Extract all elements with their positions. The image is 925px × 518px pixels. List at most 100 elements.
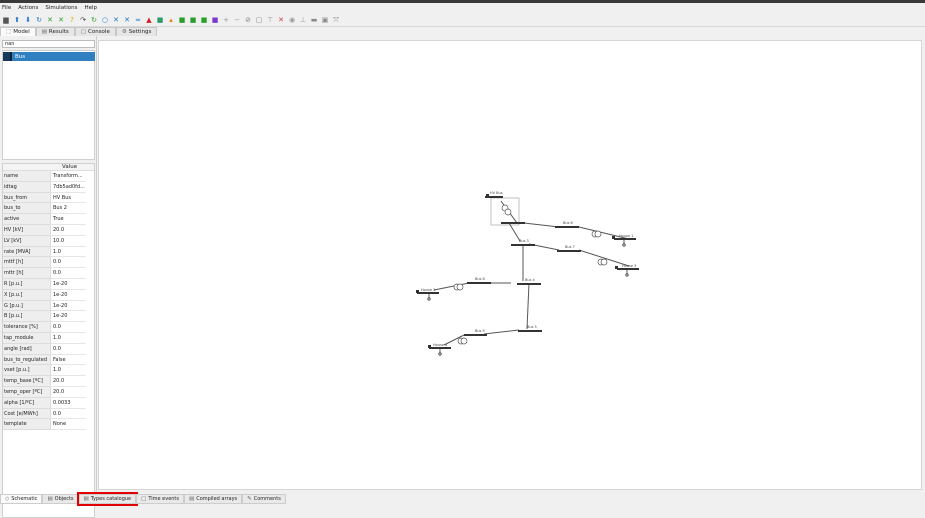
tab-compiled-arrays[interactable]: ▤Compiled arrays	[184, 494, 243, 504]
property-value[interactable]: 20.0	[50, 224, 86, 236]
square-green-icon[interactable]: ■	[178, 15, 186, 24]
property-value[interactable]: Transform...	[50, 171, 86, 182]
grid-diagram[interactable]: HV Bus Bus 6 Bus 3 Bus 7 Bus 4 Bus 8 Bus…	[99, 41, 923, 491]
tab-schematic[interactable]: ◇Schematic	[0, 494, 43, 504]
tab-time-events[interactable]: ▢Time events	[136, 494, 184, 504]
square-green2-icon[interactable]: ■	[189, 15, 197, 24]
header-key	[3, 164, 50, 170]
property-value[interactable]: 0.0	[50, 322, 86, 333]
expand-icon[interactable]: ⤧	[333, 15, 339, 24]
property-value[interactable]: 10.0	[50, 235, 86, 247]
menu-file[interactable]: File	[2, 4, 12, 11]
filter-input[interactable]: nan	[2, 40, 95, 48]
line-bus7-house3	[578, 249, 630, 267]
bottom-tabs: ◇Schematic ▤Objects ▤Types catalogue ▢Ti…	[0, 492, 286, 506]
property-key: alpha [1/ºC]	[3, 397, 50, 409]
x-blue-line-icon[interactable]: ✕	[124, 15, 130, 24]
align-icon[interactable]: ⊤	[266, 15, 274, 24]
eye-icon[interactable]: ◉	[288, 15, 296, 24]
tab-comments[interactable]: ✎Comments	[242, 494, 286, 504]
toolbar: ▆⬆⬇↻✕✕?↷↻○✕✕═▲■▴■■■■+−⊘▢⊤✕◉⊥▬▣⤧	[0, 13, 925, 27]
property-value[interactable]: 1.0	[50, 332, 86, 344]
download-icon[interactable]: ⬇	[25, 15, 31, 24]
triangle-icon[interactable]: ▲	[146, 15, 152, 24]
bus-icon	[3, 52, 12, 61]
folder-icon[interactable]: ▬	[310, 15, 318, 24]
dash-icon[interactable]: ═	[135, 15, 141, 24]
label-bus8: Bus 8	[475, 277, 485, 281]
property-value[interactable]: 1.0	[50, 365, 86, 377]
property-value[interactable]: HV Bus	[50, 192, 86, 204]
tab-types-catalogue[interactable]: ▤Types catalogue	[76, 492, 139, 506]
property-value[interactable]: 1e-20	[50, 311, 86, 323]
slash-box-icon[interactable]: ⊘	[245, 15, 251, 24]
grid-icon[interactable]: ■	[156, 15, 164, 24]
box-icon[interactable]: ▢	[255, 15, 263, 24]
schematic-canvas[interactable]: HV Bus Bus 6 Bus 3 Bus 7 Bus 4 Bus 8 Bus…	[98, 40, 922, 490]
property-value[interactable]: 0.0	[50, 268, 86, 279]
delete-icon[interactable]: ✕	[278, 15, 284, 24]
label-bus3: Bus 3	[519, 239, 529, 243]
label-bus9: Bus 9	[475, 329, 485, 333]
transformer-2b	[594, 230, 602, 238]
property-value[interactable]: None	[50, 419, 86, 431]
square-green3-icon[interactable]: ■	[200, 15, 208, 24]
property-value[interactable]: 7db5ad0fd...	[50, 181, 86, 193]
window-titlebar	[0, 0, 925, 3]
circle-icon[interactable]: ○	[101, 15, 109, 24]
square-purple-icon[interactable]: ■	[211, 15, 219, 24]
property-value[interactable]: 1e-20	[50, 289, 86, 301]
property-value[interactable]: 0.0	[50, 343, 86, 355]
warning-icon[interactable]: ?	[70, 15, 74, 24]
property-value[interactable]: 20.0	[50, 386, 86, 398]
cross-icon[interactable]: ✕	[47, 15, 53, 24]
cross-line-icon[interactable]: ✕	[58, 15, 64, 24]
property-value[interactable]: 1e-20	[50, 278, 86, 290]
cycle-icon[interactable]: ↻	[91, 15, 97, 24]
upload-icon[interactable]: ⬆	[14, 15, 20, 24]
plus-icon[interactable]: +	[223, 15, 229, 24]
property-value[interactable]: False	[50, 354, 86, 366]
label-house4: House 4	[433, 343, 448, 347]
curve-icon[interactable]: ↷	[80, 15, 86, 24]
property-row: temp_oper [ºC]20.0	[3, 386, 94, 398]
tab-results[interactable]: ▤Results	[35, 27, 75, 36]
tab-label: Model	[13, 29, 30, 35]
area-chart-icon[interactable]: ▴	[169, 15, 173, 24]
tab-model[interactable]: ⬚Model	[0, 27, 36, 36]
property-value[interactable]: True	[50, 214, 86, 225]
property-value[interactable]: 20.0	[50, 376, 86, 387]
refresh-icon[interactable]: ↻	[36, 15, 42, 24]
console-icon: ▢	[80, 29, 86, 35]
property-value[interactable]: Bus 2	[50, 203, 86, 215]
load-house1-symbol	[622, 243, 626, 247]
tab-settings[interactable]: ⚙Settings	[115, 27, 158, 36]
property-row: rate [MVA]1.0	[3, 246, 94, 258]
label-bus6: Bus 6	[563, 221, 573, 225]
property-value[interactable]: 0.0	[50, 257, 86, 269]
x-blue-icon[interactable]: ✕	[113, 15, 119, 24]
menu-help[interactable]: Help	[84, 4, 98, 11]
list-item-label: Bus	[15, 53, 26, 60]
line-bus5-bus9	[483, 329, 520, 335]
property-value[interactable]: 0.0033	[50, 397, 86, 409]
property-key: tolerance [%]	[3, 322, 50, 333]
tab-objects[interactable]: ▤Objects	[42, 494, 79, 504]
property-key: bus_to_regulated	[3, 354, 50, 366]
line-icon[interactable]: ⊥	[299, 15, 307, 24]
property-value[interactable]: 0.0	[50, 408, 86, 420]
image-icon[interactable]: ▣	[321, 15, 329, 24]
tab-console[interactable]: ▢Console	[74, 27, 116, 36]
label-house1: House 1	[619, 234, 633, 238]
minus-icon[interactable]: −	[234, 15, 240, 24]
label-house3: House 3	[622, 264, 636, 268]
property-value[interactable]: 1e-20	[50, 300, 86, 312]
property-row: mttf [h]0.0	[3, 257, 94, 269]
results-icon: ▤	[41, 29, 47, 35]
new-file-icon[interactable]: ▆	[3, 15, 9, 24]
menu-simulations[interactable]: Simulations	[45, 4, 78, 11]
menu-actions[interactable]: Actions	[18, 4, 39, 11]
list-item-bus[interactable]: Bus	[3, 52, 95, 61]
property-key: X [p.u.]	[3, 289, 50, 301]
property-value[interactable]: 1.0	[50, 246, 86, 258]
